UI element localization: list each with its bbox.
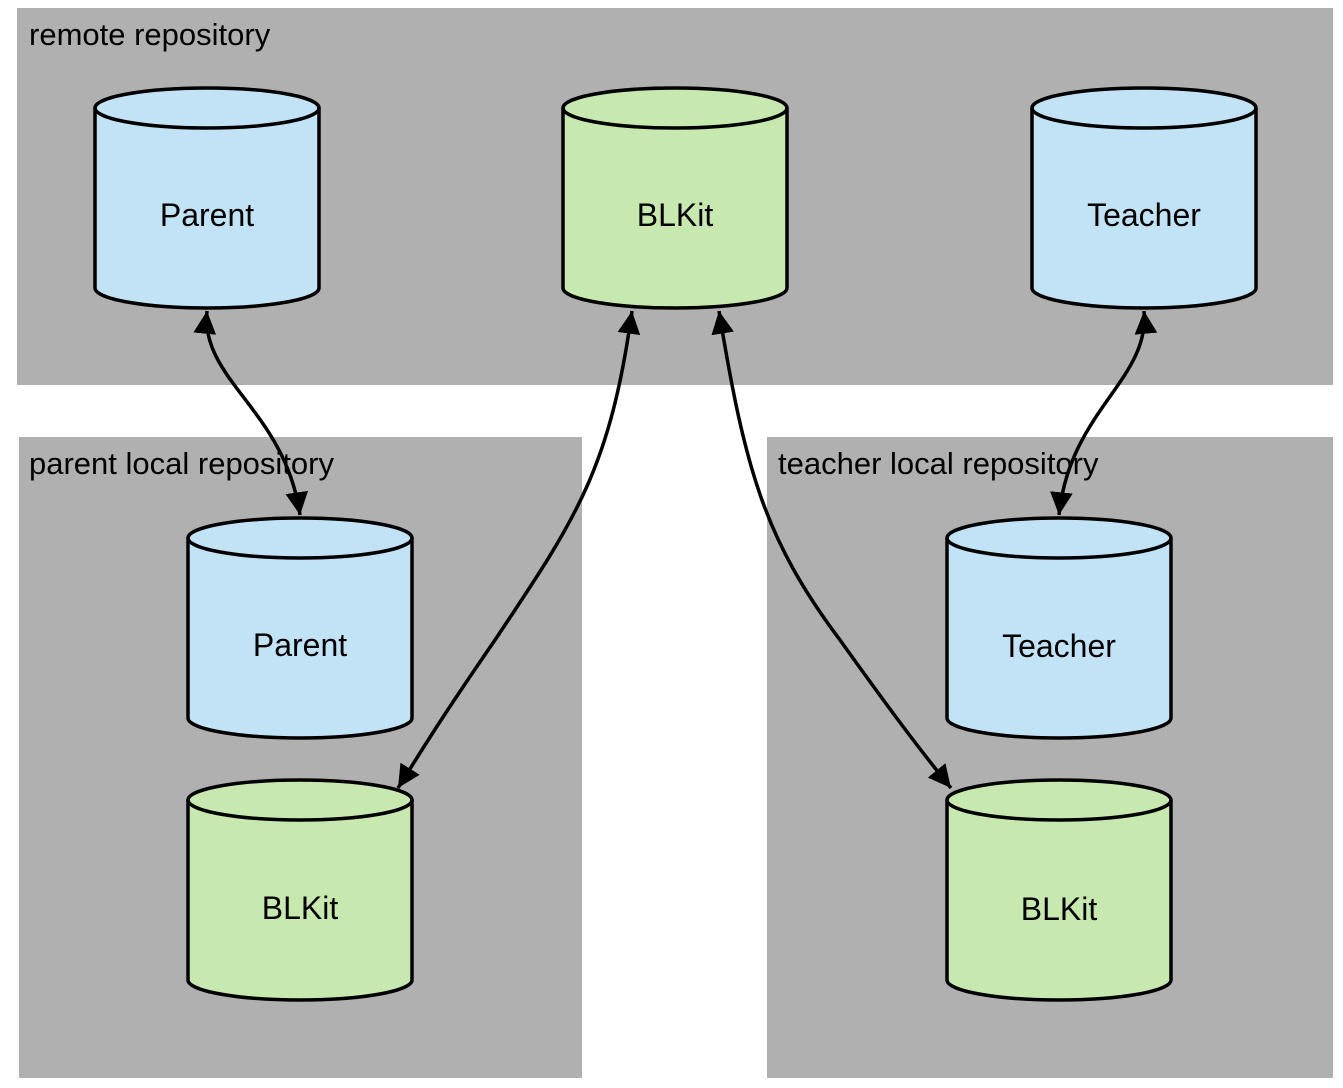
remote-repository-label: remote repository <box>29 17 271 52</box>
remote-parent-label: Parent <box>160 197 254 233</box>
local-teacher-blkit-label: BLKit <box>1021 891 1098 927</box>
sync-arrow-teacher-blkit <box>711 310 953 790</box>
local-teacher-repo[interactable]: Teacher <box>945 516 1173 740</box>
remote-parent-cylinder <box>93 86 321 310</box>
sync-arrow-parent-blkit <box>396 310 641 789</box>
local-parent-blkit-repo[interactable]: BLKit <box>186 778 414 1002</box>
remote-teacher-repo[interactable]: Teacher <box>1030 86 1258 310</box>
local-parent-blkit-label: BLKit <box>262 890 339 926</box>
local-parent-blkit-cylinder <box>186 778 414 1002</box>
sync-arrow-teacher <box>1050 310 1158 516</box>
local-parent-label: Parent <box>253 627 347 663</box>
remote-blkit-cylinder <box>561 86 789 310</box>
local-parent-repo[interactable]: Parent <box>186 516 414 740</box>
local-teacher-cylinder <box>945 516 1173 740</box>
local-teacher-blkit-repo[interactable]: BLKit <box>945 778 1173 1002</box>
sync-arrow-parent <box>193 310 309 516</box>
remote-teacher-cylinder <box>1030 86 1258 310</box>
remote-parent-repo[interactable]: Parent <box>93 86 321 310</box>
local-teacher-blkit-cylinder <box>945 778 1173 1002</box>
remote-blkit-repo[interactable]: BLKit <box>561 86 789 310</box>
remote-teacher-label: Teacher <box>1087 197 1201 233</box>
local-teacher-label: Teacher <box>1002 628 1116 664</box>
remote-blkit-label: BLKit <box>637 197 714 233</box>
teacher-local-repository-label: teacher local repository <box>778 446 1099 481</box>
